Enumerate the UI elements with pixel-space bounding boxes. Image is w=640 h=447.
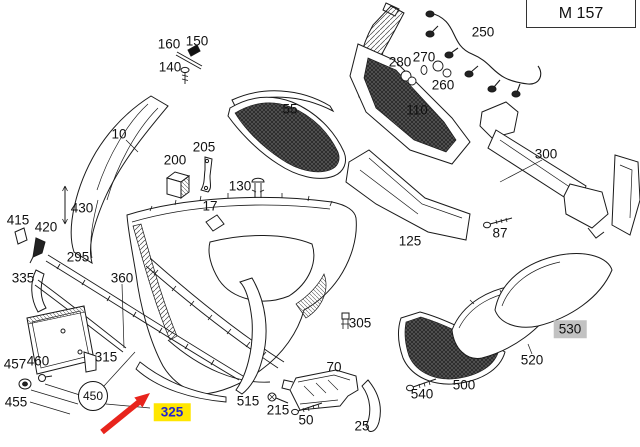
model-code-box: M 157 — [526, 0, 636, 28]
part-label-430[interactable]: 430 — [70, 200, 94, 216]
part-label-140[interactable]: 140 — [158, 59, 182, 75]
parking-sensors-drawing — [400, 60, 452, 86]
bumper-cover-drawing — [126, 192, 357, 395]
part-label-540[interactable]: 540 — [410, 386, 434, 402]
control-unit-200-drawing — [165, 171, 191, 199]
part-label-420[interactable]: 420 — [34, 219, 58, 235]
part-label-87[interactable]: 87 — [492, 225, 508, 241]
model-code: M 157 — [558, 4, 604, 22]
part-label-50[interactable]: 50 — [298, 412, 314, 428]
part-label-280[interactable]: 280 — [388, 54, 412, 70]
bracket-70-drawing — [281, 369, 359, 411]
part-label-455[interactable]: 455 — [4, 394, 28, 410]
part-label-457[interactable]: 457 — [3, 356, 27, 372]
part-label-110[interactable]: 110 — [406, 102, 428, 118]
part-label-215[interactable]: 215 — [266, 402, 290, 418]
part-label-360[interactable]: 360 — [110, 270, 134, 286]
chrome-strip-325-drawing — [135, 361, 227, 403]
part-label-160[interactable]: 160 — [157, 36, 181, 52]
part-label-500[interactable]: 500 — [452, 377, 476, 393]
part-label-205[interactable]: 205 — [192, 139, 216, 155]
part-label-150[interactable]: 150 — [185, 33, 209, 49]
part-label-270[interactable]: 270 — [412, 49, 436, 65]
part-label-125[interactable]: 125 — [398, 233, 422, 249]
crash-bar-drawing — [479, 101, 640, 239]
clip-130-icon — [251, 177, 265, 198]
part-label-325-selected[interactable]: 325 — [153, 403, 191, 421]
part-label-415[interactable]: 415 — [6, 212, 30, 228]
selection-arrow — [100, 393, 150, 435]
left-small-parts-drawing — [14, 185, 68, 313]
part-label-315[interactable]: 315 — [94, 349, 118, 365]
part-label-520[interactable]: 520 — [520, 352, 544, 368]
bolt-540-icon — [406, 378, 437, 392]
hook-25-drawing — [361, 379, 381, 432]
part-label-10[interactable]: 10 — [111, 126, 127, 142]
part-label-300[interactable]: 300 — [534, 146, 558, 162]
wiring-harness-drawing — [425, 10, 542, 98]
bracket-205-drawing — [200, 156, 213, 193]
radiator-support-drawing — [345, 2, 471, 241]
part-label-530-dimmed[interactable]: 530 — [553, 320, 587, 338]
part-label-450-circled[interactable]: 450 — [78, 381, 108, 411]
part-label-250[interactable]: 250 — [471, 24, 495, 40]
part-label-200[interactable]: 200 — [163, 152, 187, 168]
part-label-55[interactable]: 55 — [282, 101, 298, 117]
screw-215-icon — [267, 392, 289, 404]
part-label-130[interactable]: 130 — [228, 178, 252, 194]
part-label-295[interactable]: 295 — [66, 249, 90, 265]
leader-lines — [121, 139, 543, 355]
part-label-335[interactable]: 335 — [11, 270, 35, 286]
part-label-17[interactable]: 17 — [202, 198, 218, 214]
rivet-50-icon — [291, 402, 323, 416]
part-label-70[interactable]: 70 — [326, 359, 342, 375]
part-label-515[interactable]: 515 — [236, 393, 260, 409]
part-label-260[interactable]: 260 — [431, 77, 455, 93]
grille-drawing — [227, 90, 347, 179]
bolt-87-icon — [483, 217, 513, 229]
license-plate-bracket-drawing — [18, 305, 151, 415]
trim-530-drawing — [494, 253, 613, 328]
hardware-top-left-drawing — [175, 44, 203, 84]
part-label-305[interactable]: 305 — [348, 315, 372, 331]
clip-305-icon — [341, 312, 350, 329]
part-label-460[interactable]: 460 — [26, 353, 50, 369]
bumper-edge-strip-drawing — [70, 95, 169, 265]
part-label-25[interactable]: 25 — [354, 418, 370, 434]
blade-strip-515-drawing — [235, 277, 267, 395]
